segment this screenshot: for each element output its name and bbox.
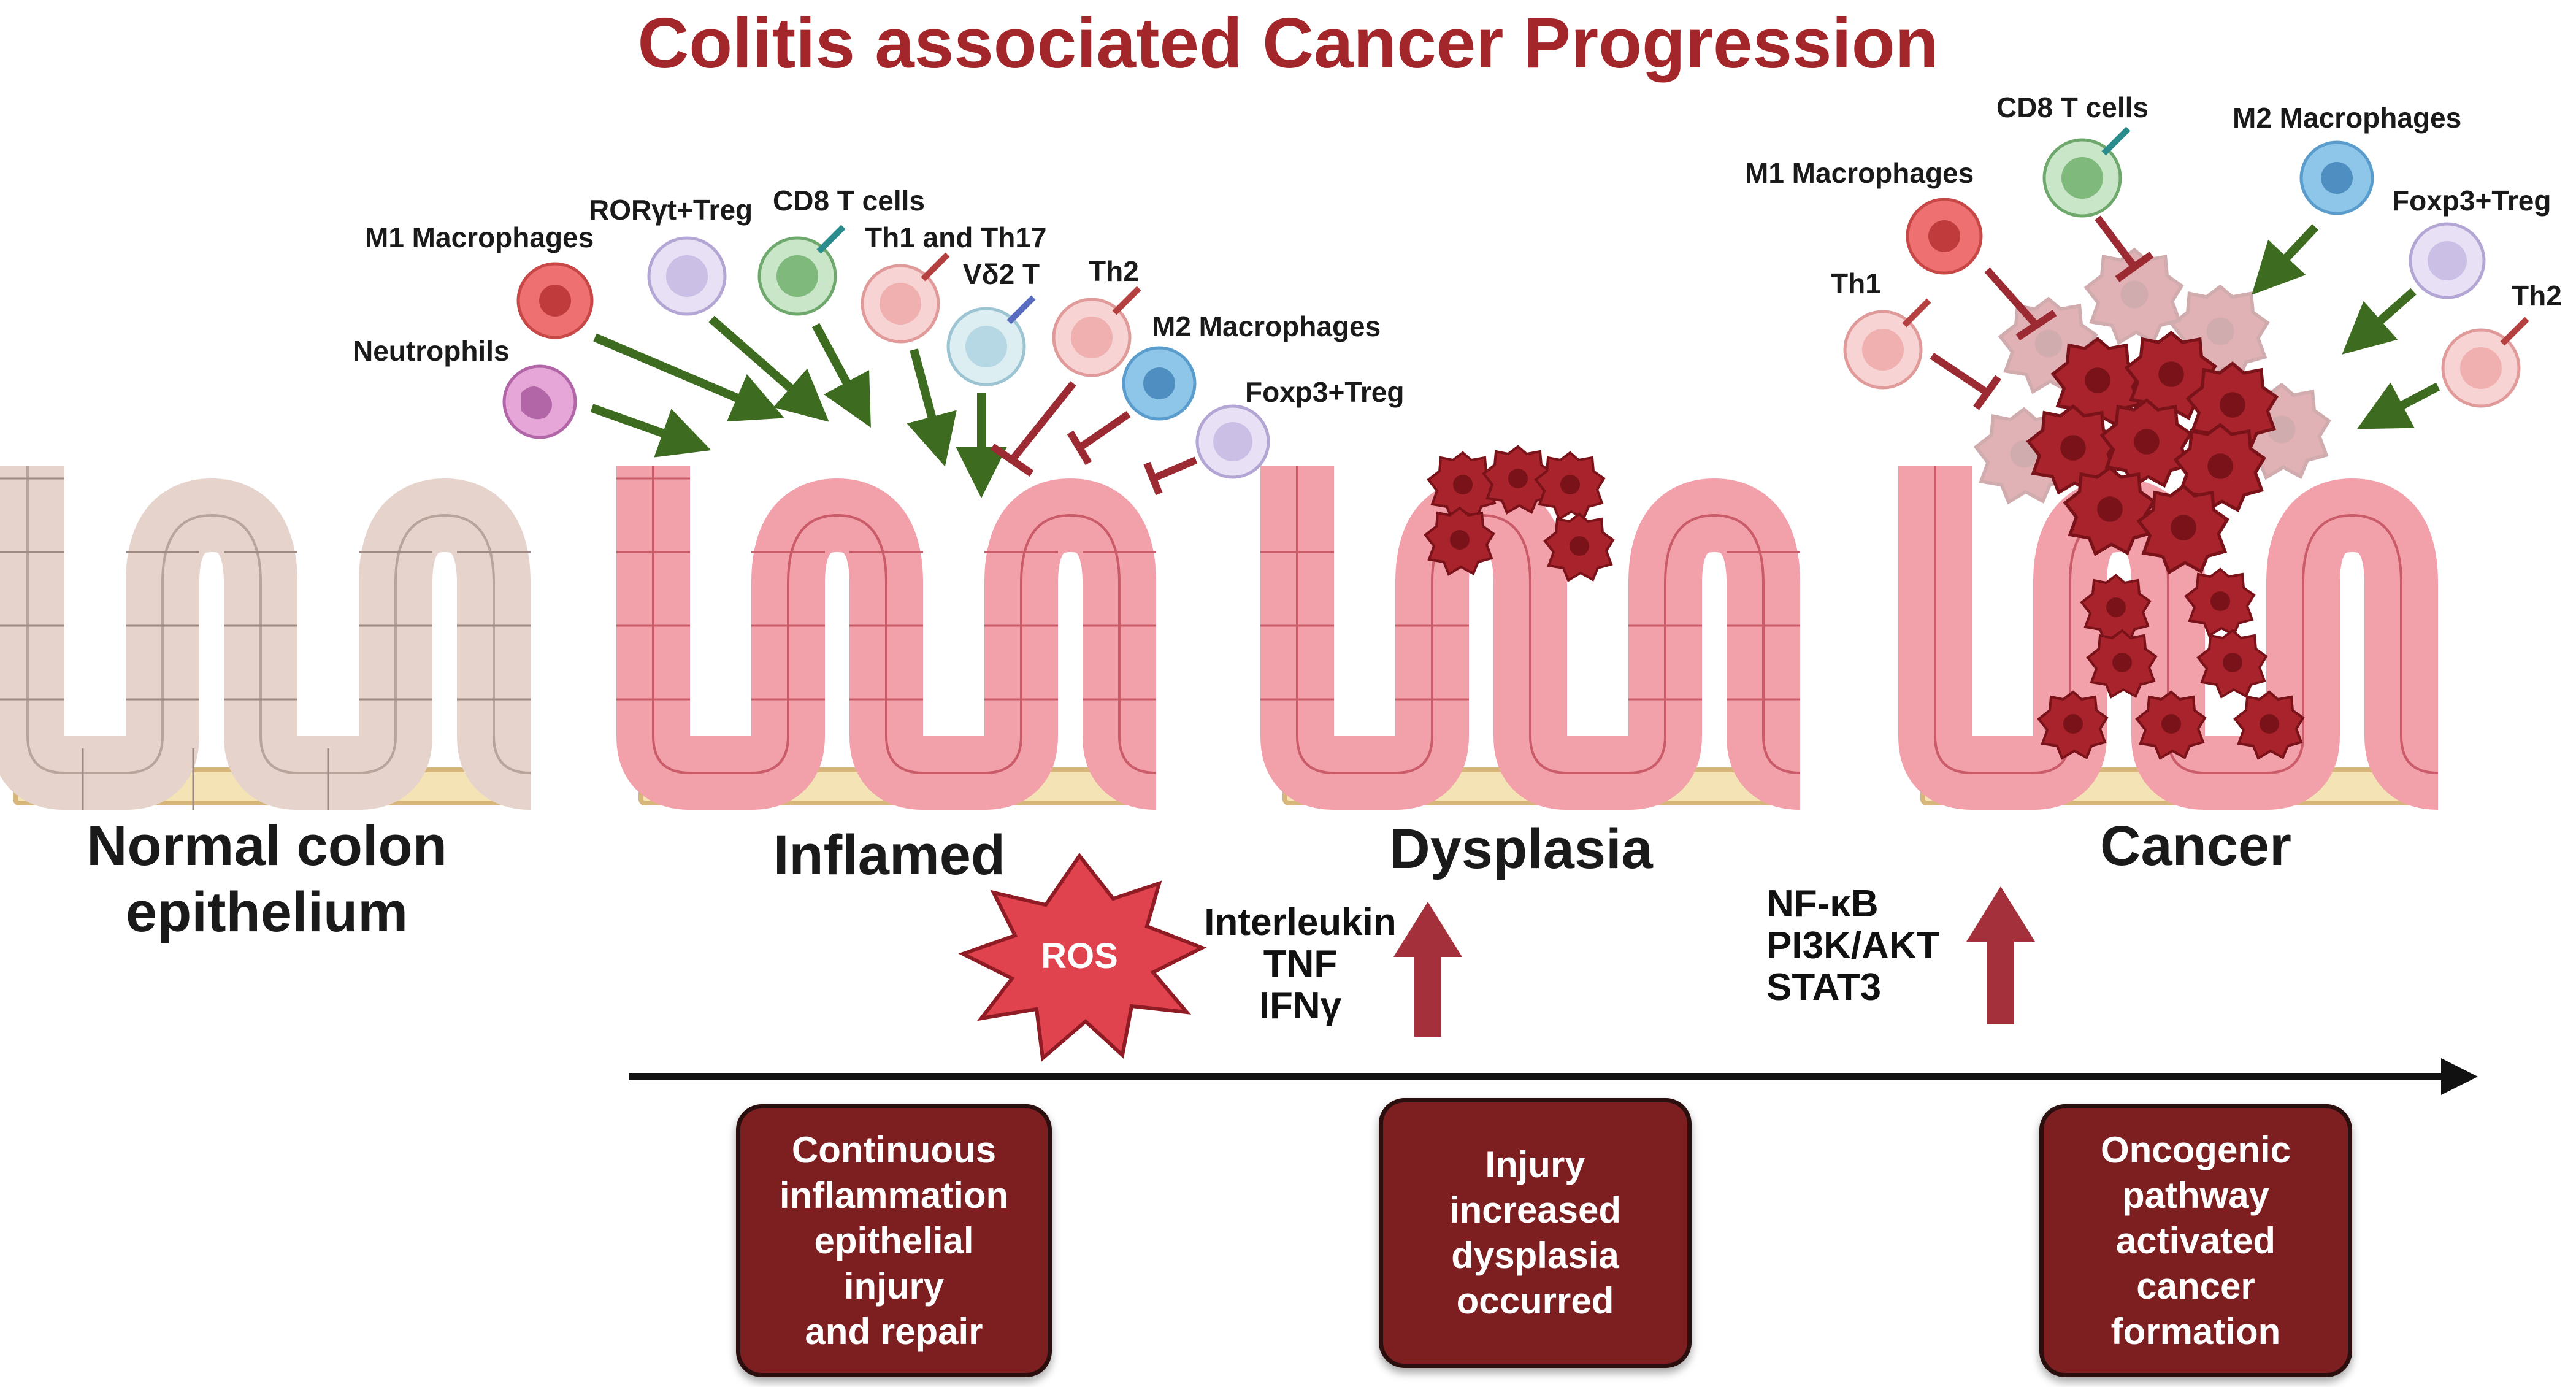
- stage-label-inflamed: Inflamed: [773, 824, 1006, 886]
- m2-macrophage-cell: [1122, 346, 1197, 421]
- cancer-m2-macrophage-cell: [2299, 140, 2374, 215]
- box-oncogenic-line: formation: [2110, 1310, 2281, 1352]
- cancer-epithelium: [1923, 250, 2438, 803]
- label-neutrophils: Neutrophils: [353, 335, 510, 367]
- ros-burst: ROS: [958, 852, 1207, 1062]
- normal-epithelium: [0, 466, 531, 810]
- cancer-th1-cell: [1843, 298, 1931, 390]
- box-inflammation-line: epithelial injury: [814, 1220, 974, 1307]
- signal-stat3: STAT3: [1766, 966, 1882, 1009]
- dysplasia-epithelium: [1260, 447, 1800, 803]
- box-inflammation-line: Continuous: [791, 1129, 997, 1170]
- foxp3-treg-cell: [1195, 404, 1270, 479]
- rorgt-treg-cell: [647, 236, 727, 316]
- cancer-inhibitory-arrows: [1930, 215, 2154, 410]
- signal-pi3k-akt: PI3K/AKT: [1766, 924, 1940, 967]
- label-foxp3-treg: Foxp3+Treg: [1245, 376, 1405, 408]
- label-cancer-m1-macrophages: M1 Macrophages: [1745, 157, 1974, 189]
- signal-ifng: IFNγ: [1259, 985, 1342, 1027]
- box-oncogenic-line: Oncogenic: [2100, 1129, 2291, 1170]
- box-dysplasia-line: Injury increased: [1449, 1144, 1622, 1231]
- signals-cytokines: Interleukin TNF IFNγ: [1190, 902, 1411, 1027]
- cancer-cd8-t-cell: [2042, 126, 2131, 218]
- upregulation-arrow-right: [1966, 886, 2035, 1024]
- cd8-t-cell: [757, 225, 846, 316]
- m1-macrophage-cell: [516, 262, 594, 339]
- label-cancer-foxp3-treg: Foxp3+Treg: [2392, 185, 2551, 217]
- inflamed-activating-arrows: [590, 315, 1007, 498]
- th1-th17-cell: [861, 252, 950, 344]
- neutrophil-cell: [502, 364, 577, 439]
- signal-nfkb: NF-κB: [1766, 883, 1879, 925]
- cancer-m1-macrophage-cell: [1906, 198, 1983, 275]
- box-oncogenic-line: activated: [2115, 1220, 2276, 1261]
- th2-cell: [1052, 286, 1141, 377]
- box-inflammation-line: inflammation: [779, 1174, 1009, 1216]
- inflamed-inhibitory-arrows: [990, 381, 1198, 496]
- box-dysplasia-line: occurred: [1456, 1280, 1614, 1321]
- stage-label-normal: Normal colon epithelium: [86, 815, 447, 943]
- stage-label-cancer: Cancer: [2100, 815, 2291, 877]
- label-vd2-t: Vδ2 T: [963, 258, 1040, 290]
- cancer-immune-cells: [1843, 126, 2529, 408]
- label-th1-th17: Th1 and Th17: [865, 221, 1047, 253]
- signal-tnf: TNF: [1263, 943, 1338, 985]
- inflamed-epithelium: [616, 466, 1156, 803]
- vd2-t-cell: [946, 295, 1036, 386]
- box-inflammation: Continuous inflammation epithelial injur…: [736, 1104, 1052, 1377]
- box-dysplasia-line: dysplasia: [1451, 1235, 1619, 1276]
- label-th2: Th2: [1089, 255, 1139, 287]
- ros-label: ROS: [1041, 936, 1118, 976]
- cancer-foxp3-treg-cell: [2409, 222, 2486, 299]
- box-oncogenic-line: cancer: [2136, 1265, 2255, 1307]
- inflamed-immune-cells: [502, 225, 1270, 479]
- signals-pathways: NF-κB PI3K/AKT STAT3: [1766, 883, 1969, 1009]
- label-m1-macrophages: M1 Macrophages: [365, 221, 594, 253]
- label-cancer-cd8-t-cells: CD8 T cells: [1996, 91, 2149, 123]
- box-oncogenic: Oncogenic pathway activated cancer forma…: [2039, 1104, 2352, 1377]
- stage-label-dysplasia: Dysplasia: [1389, 818, 1653, 880]
- label-rorgt-treg: RORγt+Treg: [589, 194, 753, 226]
- cancer-th2-cell: [2441, 317, 2529, 408]
- cancer-activating-arrows: [2252, 224, 2440, 429]
- signal-interleukin: Interleukin: [1204, 901, 1397, 943]
- box-oncogenic-line: pathway: [2122, 1174, 2270, 1216]
- label-m2-macrophages: M2 Macrophages: [1152, 310, 1381, 342]
- figure-title: Colitis associated Cancer Progression: [637, 3, 1939, 83]
- label-cancer-m2-macrophages: M2 Macrophages: [2233, 102, 2462, 134]
- box-dysplasia: Injury increased dysplasia occurred: [1379, 1098, 1692, 1368]
- label-cancer-th1: Th1: [1831, 267, 1881, 299]
- label-cancer-th2: Th2: [2512, 280, 2562, 312]
- label-cd8-t-cells: CD8 T cells: [773, 185, 925, 217]
- upregulation-arrow-left: [1393, 902, 1462, 1037]
- box-inflammation-line: and repair: [805, 1310, 983, 1352]
- timeline-arrow: [629, 1058, 2478, 1095]
